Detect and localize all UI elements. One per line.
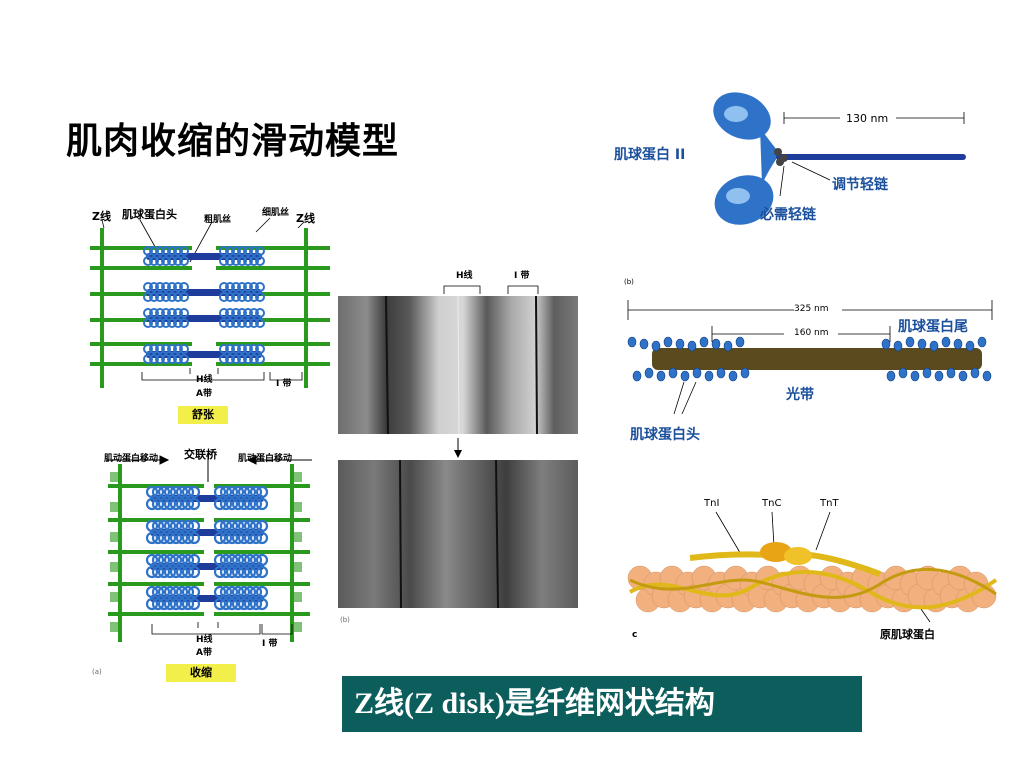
micrograph-relaxed — [338, 295, 578, 435]
thin-filament-row — [108, 582, 310, 586]
tnc-label: TnC — [762, 498, 782, 509]
contracted-sarcomere-diagram — [106, 455, 312, 642]
i-band-label-contracted: I 带 — [262, 639, 278, 649]
panel-letter-b-filament: (b) — [624, 278, 634, 286]
thick-filament-label: 粗肌丝 — [204, 215, 232, 225]
micrograph-contracted-image — [338, 459, 578, 609]
myosin-length-label: 130 nm — [846, 112, 889, 125]
thin-filament-diagram — [627, 511, 998, 623]
panel-letter-a: (a) — [92, 668, 102, 676]
troponin-complex — [689, 542, 882, 577]
thick-filament-row — [143, 308, 265, 328]
relaxed-state-tag: 舒张 — [178, 406, 228, 424]
thick-filament-row — [145, 519, 269, 545]
i-band-label-micrograph: I 带 — [514, 271, 530, 281]
a-band-label-relaxed: A带 — [196, 389, 212, 399]
panel-letter-c: c — [632, 630, 638, 640]
down-arrow — [454, 438, 462, 458]
tropomyosin-label: 原肌球蛋白 — [880, 628, 935, 641]
thick-filament-row — [145, 585, 269, 611]
myosin-head-label-filament: 肌球蛋白头 — [630, 427, 700, 443]
thin-filament-row — [108, 518, 310, 522]
total-length-label: 325 nm — [794, 304, 829, 314]
thin-filament-label: 细肌丝 — [262, 208, 290, 218]
myosin-heads — [713, 92, 780, 225]
thin-filament-row — [108, 484, 310, 488]
micrograph-contracted — [338, 459, 578, 609]
micrograph-relaxed-image — [338, 295, 578, 435]
arrows — [106, 455, 312, 482]
thin-filament-row — [90, 266, 330, 270]
z-line-right — [304, 228, 308, 388]
thick-filament-row — [145, 485, 269, 511]
thick-filament-row — [145, 553, 269, 579]
thin-filament-row — [90, 246, 330, 250]
myosin-head-label: 肌球蛋白头 — [122, 208, 177, 221]
actin-move-label-right: 肌动蛋白移动 — [238, 454, 293, 464]
thick-filament-shaft — [652, 348, 982, 370]
contracted-state-tag: 收缩 — [166, 664, 236, 682]
actin-move-label-left: 肌动蛋白移动 — [104, 454, 159, 464]
thick-filament-row — [143, 282, 265, 302]
cross-bridge-label: 交联桥 — [184, 448, 217, 461]
z-line-left — [100, 228, 104, 388]
thin-filament-row — [108, 550, 310, 554]
thick-filament-diagram — [627, 300, 993, 415]
micrograph-brackets — [443, 285, 539, 294]
myosin-ii-label: 肌球蛋白 II — [614, 147, 686, 163]
tni-label: TnI — [704, 498, 720, 509]
i-band-label-relaxed: I 带 — [276, 379, 292, 389]
bare-zone-length-label: 160 nm — [794, 328, 829, 338]
myosin-tail-label: 肌球蛋白尾 — [898, 319, 968, 335]
z-line-label-right: Z线 — [296, 212, 315, 225]
relaxed-sarcomere-diagram — [90, 217, 330, 388]
thick-filament-row — [143, 344, 265, 364]
thick-filament-row — [143, 246, 265, 266]
tnt-label: TnT — [820, 498, 839, 509]
h-line-label-contracted: H线 — [196, 635, 213, 645]
thin-filament-row — [90, 318, 330, 322]
myosin-tail — [776, 154, 966, 160]
thin-filament-row — [90, 342, 330, 346]
thin-filament-row — [108, 612, 310, 616]
myosin-ii-molecule — [713, 92, 966, 225]
essential-light-chain-label: 必需轻链 — [760, 207, 816, 223]
h-line-label-relaxed: H线 — [196, 375, 213, 385]
z-line-label-left: Z线 — [92, 210, 111, 223]
a-band-label-contracted: A带 — [196, 648, 212, 658]
caption-box: Z线(Z disk)是纤维网状结构 — [342, 676, 862, 732]
panel-letter-b-micrograph: (b) — [340, 616, 350, 624]
thin-filament-row — [90, 362, 330, 366]
regulatory-light-chain-label: 调节轻链 — [832, 177, 888, 193]
thin-filament-row — [90, 292, 330, 296]
h-line-label-micrograph: H线 — [456, 271, 473, 281]
slide-title: 肌肉收缩的滑动模型 — [66, 121, 400, 162]
bare-zone-label: 光带 — [786, 387, 814, 403]
